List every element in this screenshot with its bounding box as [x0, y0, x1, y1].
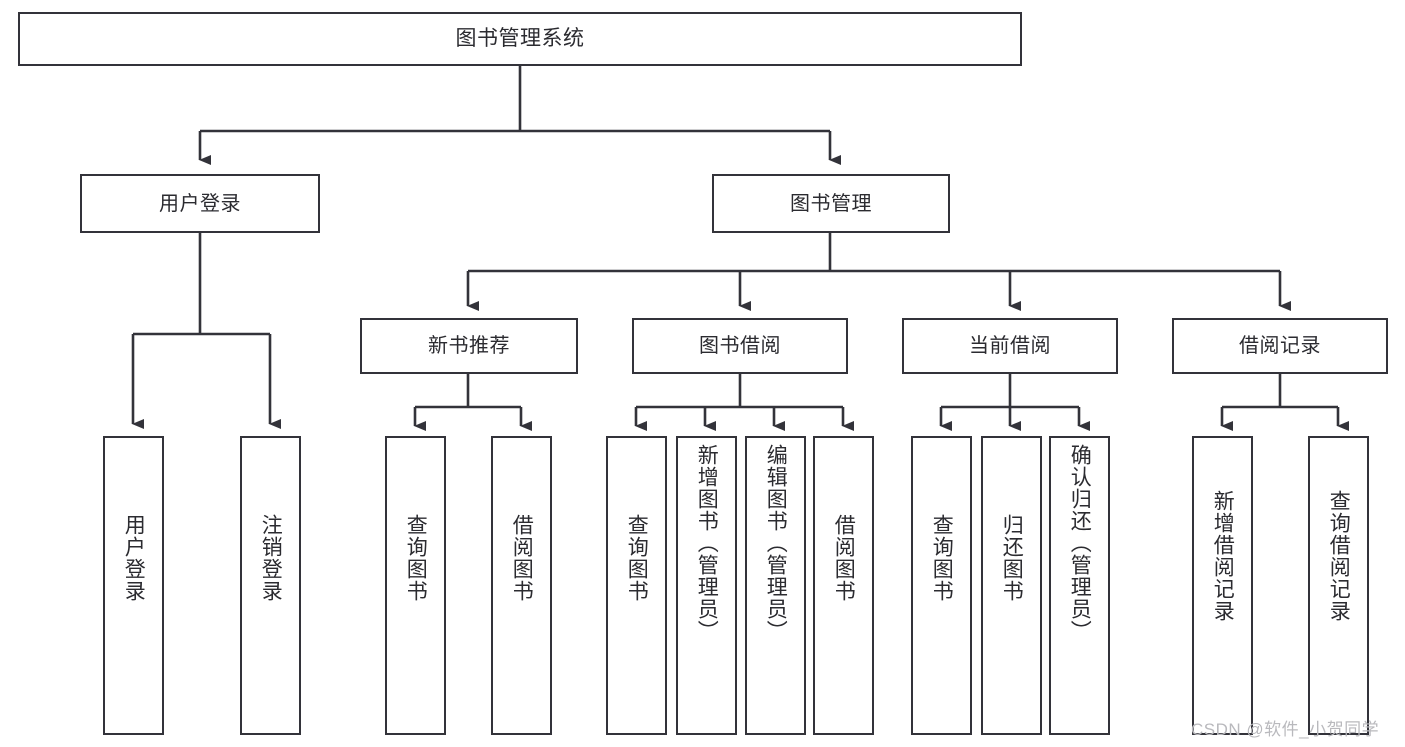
- leaf-logout[interactable]: 注销登录: [240, 436, 301, 735]
- leaf-user-login-label: 用户登录: [122, 514, 146, 602]
- leaf-borrow-book-2-label: 借阅图书: [832, 514, 856, 602]
- leaf-query-book-3-label: 查询图书: [930, 514, 954, 602]
- leaf-query-book-2-label: 查询图书: [625, 514, 649, 602]
- leaf-query-borrow-record[interactable]: 查询借阅记录: [1308, 436, 1369, 735]
- leaf-logout-label: 注销登录: [259, 514, 283, 602]
- leaf-add-book-admin[interactable]: 新增图书（管理员）: [676, 436, 737, 735]
- node-book-borrow[interactable]: 图书借阅: [632, 318, 848, 374]
- node-root[interactable]: 图书管理系统: [18, 12, 1022, 66]
- leaf-query-book-1-label: 查询图书: [404, 514, 428, 602]
- leaf-user-login[interactable]: 用户登录: [103, 436, 164, 735]
- node-borrow-record[interactable]: 借阅记录: [1172, 318, 1388, 374]
- leaf-query-book-2[interactable]: 查询图书: [606, 436, 667, 735]
- leaf-add-borrow-record[interactable]: 新增借阅记录: [1192, 436, 1253, 735]
- node-current-borrow[interactable]: 当前借阅: [902, 318, 1118, 374]
- leaf-borrow-book-2[interactable]: 借阅图书: [813, 436, 874, 735]
- leaf-return-book[interactable]: 归还图书: [981, 436, 1042, 735]
- node-borrow-record-label: 借阅记录: [1239, 335, 1321, 357]
- leaf-query-book-1[interactable]: 查询图书: [385, 436, 446, 735]
- node-book-borrow-label: 图书借阅: [699, 335, 781, 357]
- leaf-add-borrow-record-label: 新增借阅记录: [1211, 490, 1235, 622]
- csdn-watermark: CSDN @软件_小贺同学: [1191, 720, 1380, 739]
- leaf-confirm-return-admin-label: 确认归还（管理员）: [1068, 444, 1092, 642]
- leaf-query-borrow-record-label: 查询借阅记录: [1327, 490, 1351, 622]
- leaf-borrow-book-1-label: 借阅图书: [510, 514, 534, 602]
- node-current-borrow-label: 当前借阅: [969, 335, 1051, 357]
- leaf-confirm-return-admin[interactable]: 确认归还（管理员）: [1049, 436, 1110, 735]
- node-book-management-label: 图书管理: [790, 192, 872, 215]
- leaf-edit-book-admin[interactable]: 编辑图书（管理员）: [745, 436, 806, 735]
- node-root-label: 图书管理系统: [455, 27, 585, 51]
- leaf-query-book-3[interactable]: 查询图书: [911, 436, 972, 735]
- leaf-return-book-label: 归还图书: [1000, 514, 1024, 602]
- node-new-book-recommend[interactable]: 新书推荐: [360, 318, 578, 374]
- node-book-management[interactable]: 图书管理: [712, 174, 950, 233]
- node-user-login-label: 用户登录: [159, 192, 241, 215]
- leaf-add-book-admin-label: 新增图书（管理员）: [695, 444, 719, 642]
- leaf-borrow-book-1[interactable]: 借阅图书: [491, 436, 552, 735]
- leaf-edit-book-admin-label: 编辑图书（管理员）: [764, 444, 788, 642]
- node-user-login[interactable]: 用户登录: [80, 174, 320, 233]
- node-new-book-recommend-label: 新书推荐: [428, 335, 510, 357]
